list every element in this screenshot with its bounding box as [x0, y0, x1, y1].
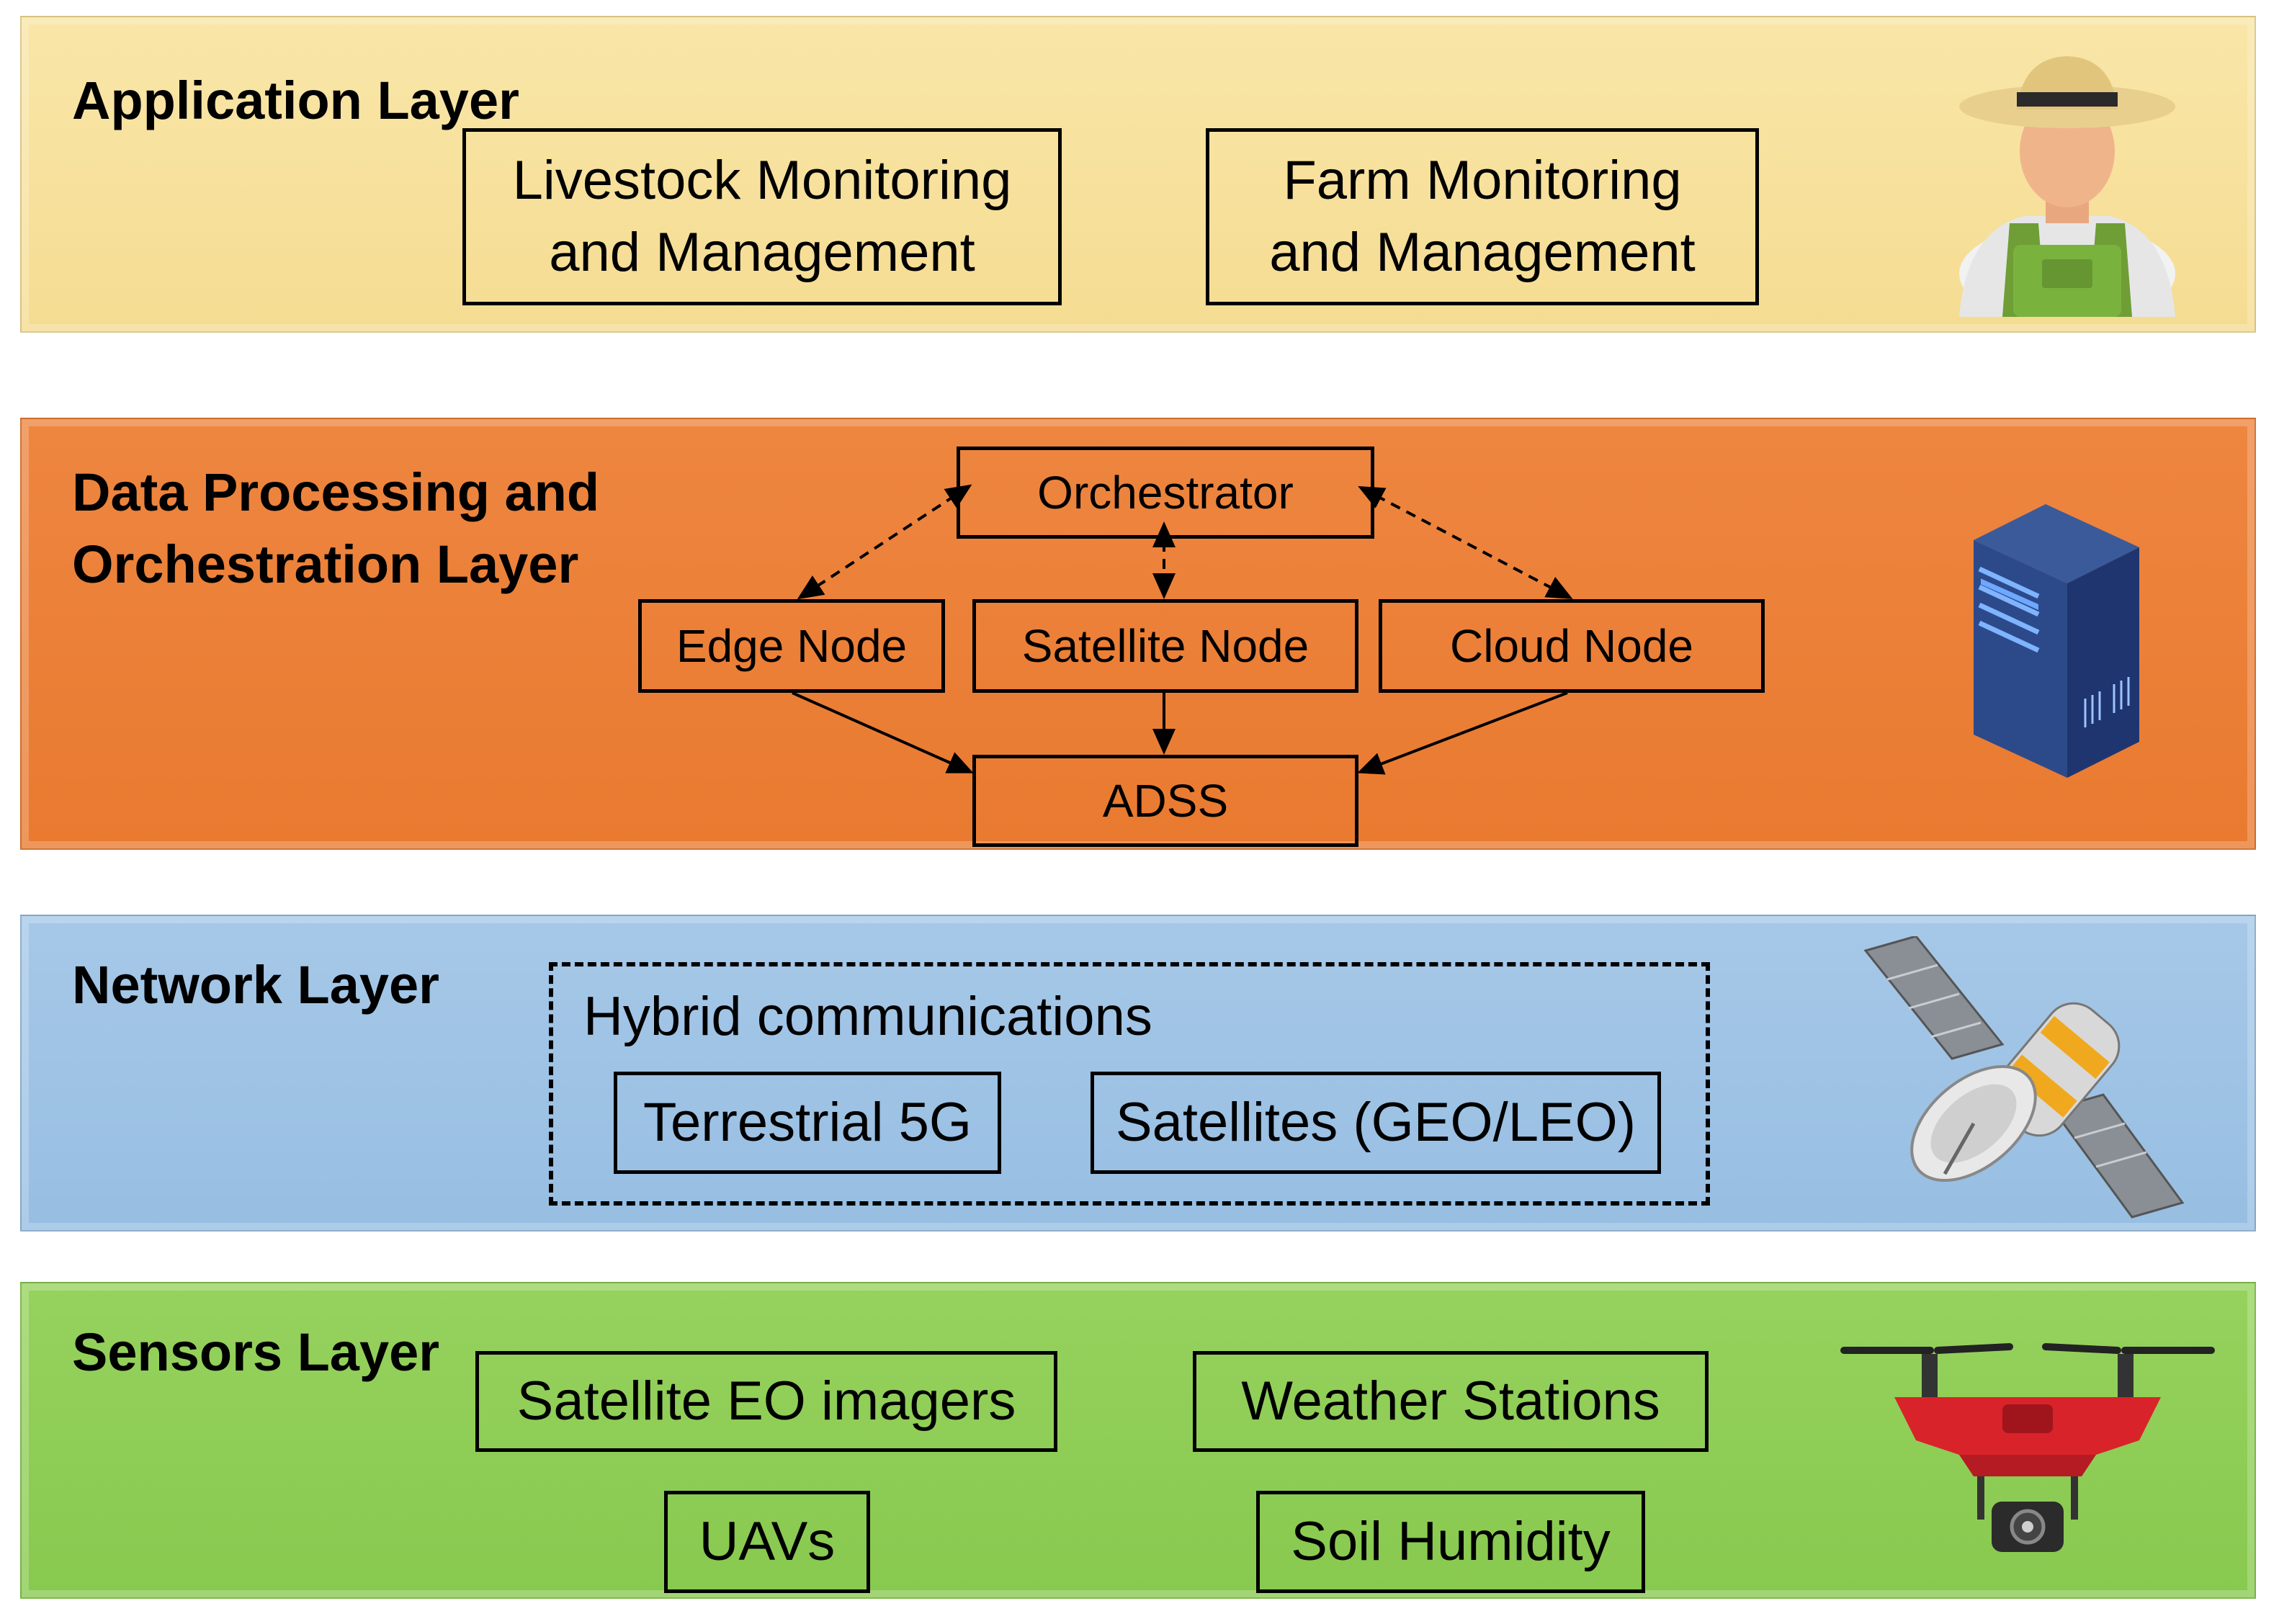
cloud-node: Cloud Node: [1379, 599, 1765, 693]
farm-monitoring-box: Farm Monitoring and Management: [1206, 128, 1759, 305]
sensors-layer-title: Sensors Layer: [72, 1322, 440, 1382]
edge-adss-arrow: [792, 691, 974, 773]
weather-stations-box: Weather Stations: [1193, 1351, 1709, 1452]
satellite-eo-imagers-box: Satellite EO imagers: [475, 1351, 1057, 1452]
hybrid-communications-group: [549, 962, 1710, 1206]
drone-icon: [1840, 1343, 2215, 1552]
edge-node: Edge Node: [638, 599, 945, 693]
processing-layer-title: Data Processing and Orchestration Layer: [72, 462, 600, 594]
farmer-icon: [1959, 56, 2175, 317]
terrestrial-5g-box: Terrestrial 5G: [614, 1072, 1001, 1174]
satellites-geo-leo-box: Satellites (GEO/LEO): [1091, 1072, 1661, 1174]
satellite-icon: [1863, 936, 2185, 1219]
network-layer-title: Network Layer: [72, 955, 439, 1015]
soil-humidity-box: Soil Humidity: [1256, 1491, 1645, 1593]
hybrid-communications-label: Hybrid communications: [583, 986, 1152, 1047]
sensors-layer: Sensors Layer: [20, 1282, 2256, 1599]
processing-layer: Data Processing and Orchestration Layer: [20, 418, 2256, 850]
livestock-monitoring-box: Livestock Monitoring and Management: [462, 128, 1062, 305]
application-layer-title: Application Layer: [72, 71, 519, 130]
cloud-adss-arrow: [1357, 691, 1568, 775]
server-icon: [1974, 504, 2139, 778]
uavs-box: UAVs: [664, 1491, 870, 1593]
adss-node: ADSS: [972, 755, 1358, 847]
orchestrator-edge-arrow: [797, 484, 972, 600]
orchestrator-cloud-arrow: [1358, 485, 1573, 599]
satellite-node: Satellite Node: [972, 599, 1358, 693]
application-layer: Application Layer: [20, 16, 2256, 333]
